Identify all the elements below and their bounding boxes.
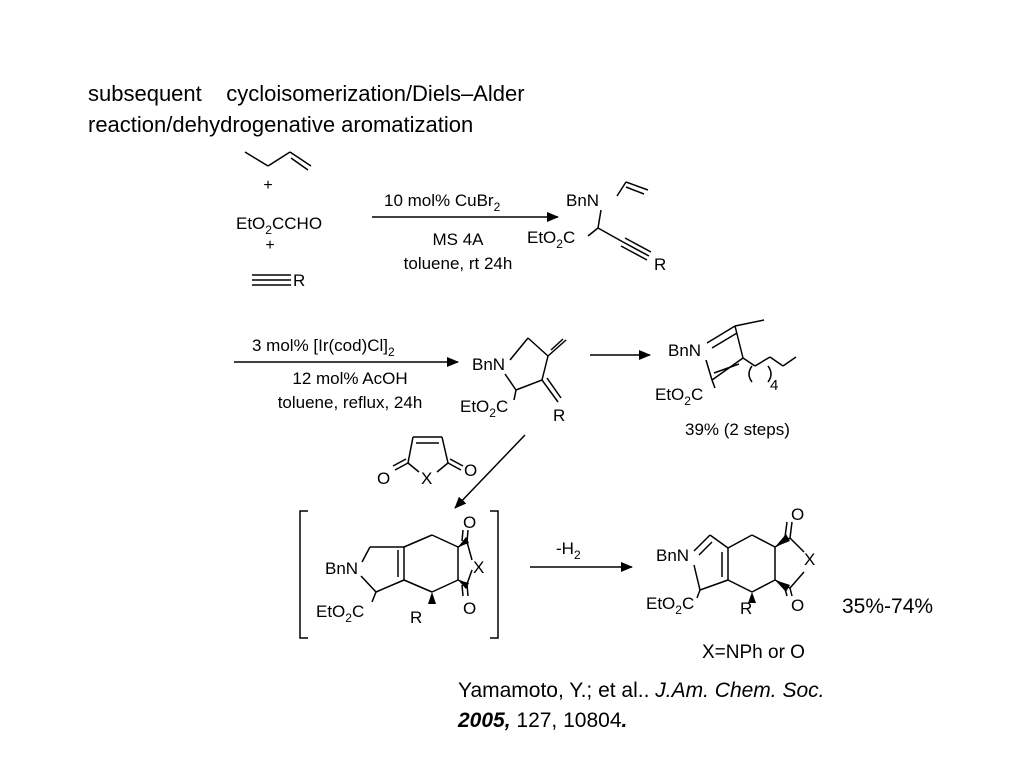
pyrrole-bnn: BnN: [668, 341, 701, 360]
adduct-brackets: [299, 510, 499, 639]
adduct-ester: EtO2C: [316, 602, 364, 625]
diene-ester: EtO2C: [460, 397, 508, 420]
final-x: X: [804, 550, 815, 569]
maleimide-o-right: O: [464, 461, 477, 480]
adduct-o-bottom: O: [463, 599, 476, 618]
final-o-bottom: O: [791, 596, 804, 615]
diene-r: R: [553, 406, 565, 425]
citation-journal: J.Am. Chem. Soc.: [655, 679, 825, 702]
step2-reagent: 3 mol% [Ir(cod)Cl]2: [252, 336, 395, 359]
final-ester: EtO2C: [646, 594, 694, 617]
alkyne-structure: [252, 274, 291, 286]
pyrrole-yield: 39% (2 steps): [685, 420, 790, 439]
final-bnn: BnN: [656, 546, 689, 565]
diene-bonds: [504, 337, 567, 403]
plus-sign-1: +: [263, 177, 272, 194]
product1-bonds: [587, 181, 652, 261]
adduct-bonds: [360, 529, 473, 603]
alkyne-r-label: R: [293, 271, 305, 290]
pyrrole-bonds: [705, 319, 797, 389]
step3-reagent: -H2: [556, 539, 581, 562]
step2-condition-1: 12 mol% AcOH: [292, 369, 407, 388]
x-definition: X=NPh or O: [702, 642, 805, 663]
adduct-r: R: [410, 608, 422, 627]
adduct-wedge-r: [428, 592, 436, 604]
step1-reagent: 10 mol% CuBr2: [384, 191, 501, 214]
product1-ester: EtO2C: [527, 228, 575, 251]
adduct-bnn: BnN: [325, 559, 358, 578]
citation-volume: 127, 10804: [510, 709, 622, 732]
step1-condition-1: MS 4A: [432, 230, 484, 249]
final-wedge-r: [748, 592, 756, 603]
title-line-1: subsequent cycloisomerization/Diels–Alde…: [88, 81, 525, 106]
product1-bnn: BnN: [566, 191, 599, 210]
final-yield: 35%-74%: [842, 595, 933, 618]
pyrrole-ester: EtO2C: [655, 385, 703, 408]
step1-condition-2: toluene, rt 24h: [404, 254, 513, 273]
adduct-o-top: O: [463, 513, 476, 532]
maleimide-bonds: [392, 436, 464, 473]
title-line-2: reaction/dehydrogenative aromatization: [88, 112, 474, 137]
final-o-top: O: [791, 505, 804, 524]
maleimide-o-left: O: [377, 469, 390, 488]
citation-authors: Yamamoto, Y.; et al..: [458, 679, 656, 702]
citation-dot: .: [621, 709, 628, 732]
citation-year: 2005,: [458, 709, 511, 732]
slide-title: subsequent cycloisomerization/Diels–Alde…: [88, 78, 525, 140]
pyrrole-subscript: 4: [770, 377, 778, 394]
diene-bnn: BnN: [472, 355, 505, 374]
glyoxylate-label: EtO2CCHO: [236, 214, 322, 237]
adduct-wedge-top: [458, 537, 469, 547]
final-wedge-bottom: [775, 580, 790, 592]
final-wedge-top: [775, 534, 790, 547]
final-r: R: [740, 599, 752, 618]
product1-r: R: [654, 255, 666, 274]
adduct-wedge-bottom: [458, 580, 469, 589]
adduct-x: X: [473, 558, 484, 577]
final-product-bonds: [693, 521, 805, 599]
plus-sign-2: +: [265, 237, 274, 254]
citation: Yamamoto, Y.; et al.. J.Am. Chem. Soc. 2…: [458, 676, 825, 736]
maleimide-x: X: [421, 469, 432, 488]
step2-condition-2: toluene, reflux, 24h: [278, 393, 423, 412]
diels-alder-arrow: [454, 434, 526, 509]
butene-structure: [244, 151, 312, 171]
